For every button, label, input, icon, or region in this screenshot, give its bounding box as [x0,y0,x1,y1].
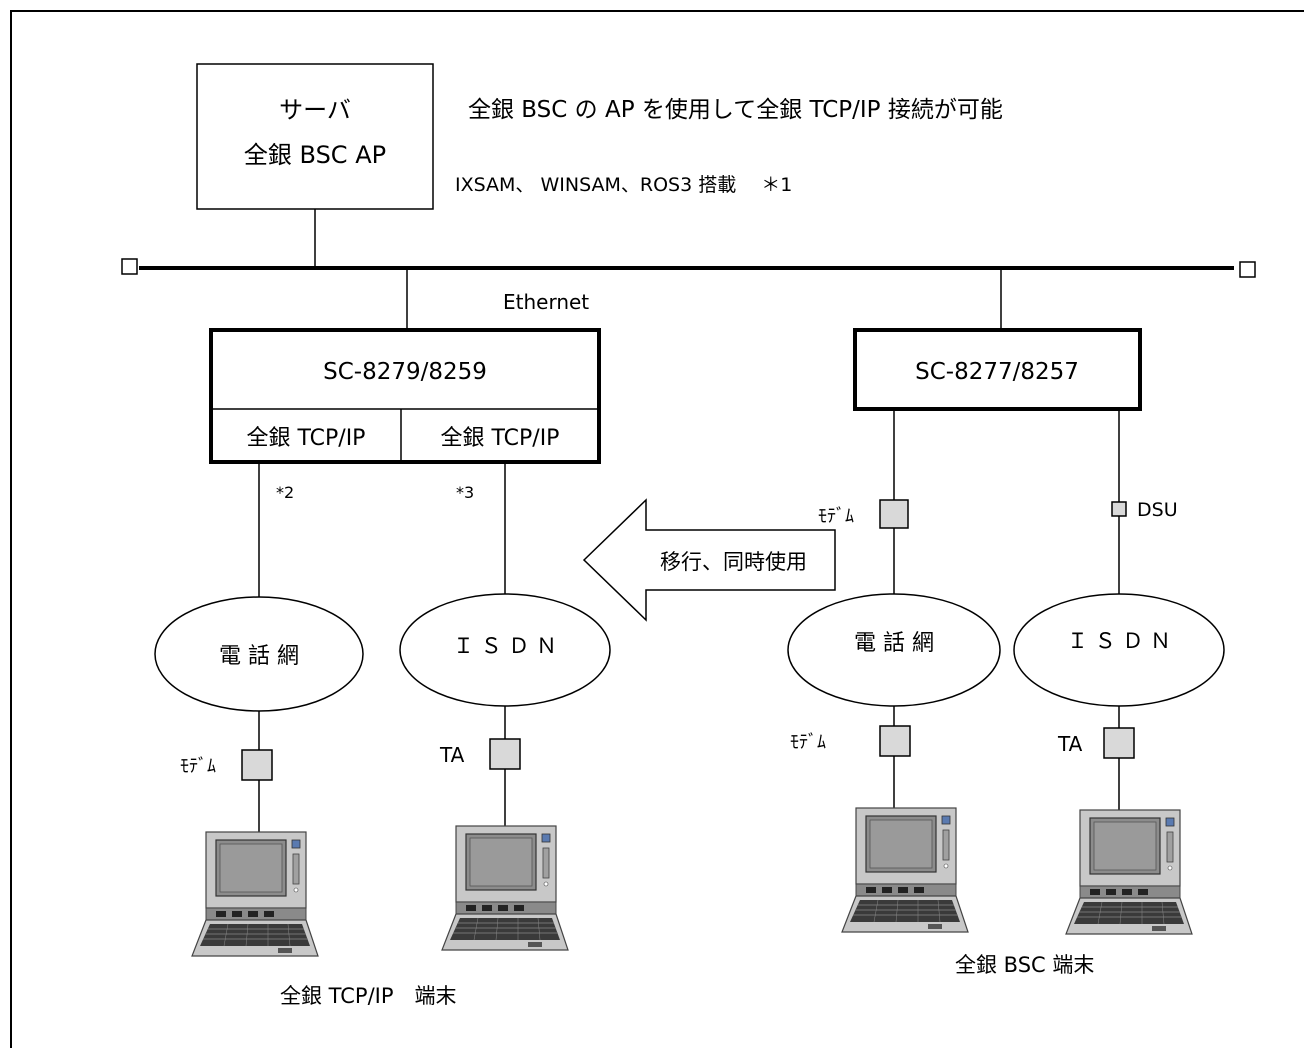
right-isdn-network: Ｉ Ｓ Ｄ Ｎ [1013,593,1225,707]
server-label: サーバ [279,96,351,124]
laptop-icon-bsc-phone [841,807,969,933]
right-modem-device [879,499,909,529]
left-modem-label: ﾓﾃﾞﾑ [180,756,216,777]
left-phone-network: 電 話 網 [154,596,364,712]
right-modem-device-lower [879,725,911,757]
right-modem-label-lower: ﾓﾃﾞﾑ [790,732,826,753]
laptop-icon-bsc-isdn [1065,809,1193,935]
server-ap-label: 全銀 BSC AP [244,141,386,169]
tcp-terminals-caption: 全銀 TCP/IP 端末 [280,984,457,1008]
right-modem-label: ﾓﾃﾞﾑ [818,506,854,527]
ethernet-label: Ethernet [503,290,589,314]
capability-note: 全銀 BSC の AP を使用して全銀 TCP/IP 接続が可能 [468,97,1003,123]
right-isdn-label: Ｉ Ｓ Ｄ Ｎ [1067,629,1171,653]
left-ta-device [489,738,521,770]
left-isdn-network: Ｉ Ｓ Ｄ Ｎ [399,593,611,707]
right-unit-model: SC-8277/8257 [915,359,1079,385]
products-note: IXSAM、 WINSAM、ROS3 搭載 ＊1 [455,174,792,196]
left-unit-box: SC-8279/8259 全銀 TCP/IP 全銀 TCP/IP [209,328,601,464]
left-unit-port1: 全銀 TCP/IP [247,426,366,451]
dsu-label: DSU [1137,499,1178,521]
bus-terminator-left [121,258,138,275]
ethernet-bus [121,258,1256,278]
note-port1: *2 [276,483,294,502]
left-unit-port2: 全銀 TCP/IP [441,426,560,451]
right-ta-label: TA [1057,732,1083,756]
server-box: サーバ 全銀 BSC AP [196,63,434,210]
left-ta-label: TA [439,743,465,767]
right-ta-device [1103,727,1135,759]
left-isdn-label: Ｉ Ｓ Ｄ Ｎ [453,634,557,658]
note-port2: *3 [456,483,474,502]
dsu-device [1111,501,1127,517]
migration-label: 移行、同時使用 [660,550,807,574]
laptop-icon-tcp-phone [191,831,319,957]
bsc-terminals-caption: 全銀 BSC 端末 [955,953,1094,977]
migration-arrow: 移行、同時使用 [582,498,836,622]
right-phone-label: 電 話 網 [854,631,934,656]
outer-frame [10,10,1304,1048]
left-unit-model: SC-8279/8259 [323,359,487,385]
laptop-icon-tcp-isdn [441,825,569,951]
bus-terminator-right [1239,261,1256,278]
right-phone-network: 電 話 網 [787,593,1001,707]
left-phone-label: 電 話 網 [219,644,299,669]
left-modem-device [241,749,273,781]
right-unit-box: SC-8277/8257 [853,328,1142,411]
